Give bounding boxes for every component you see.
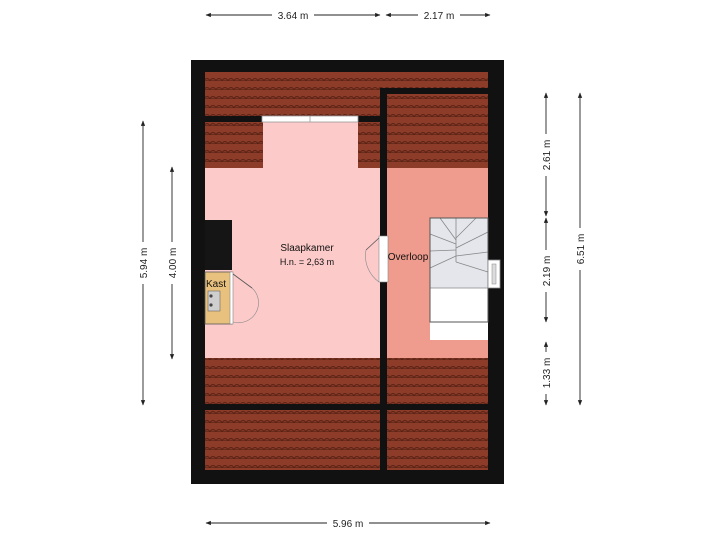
overloop-label: Overloop [388, 252, 429, 263]
slaapkamer-label: Slaapkamer [280, 243, 334, 254]
kast-label: Kast [206, 279, 226, 290]
dim-right-top: 2.61 m [542, 140, 553, 171]
dim-top-left: 3.64 m [278, 11, 309, 22]
slaapkamer-height-label: H.n. = 2,63 m [280, 257, 334, 267]
dim-right-mid: 2.19 m [542, 256, 553, 287]
dim-left-inner: 4.00 m [168, 248, 179, 279]
kast-fixture-icon [207, 290, 221, 312]
kast-door[interactable] [229, 271, 259, 325]
stair-landing-wall [430, 322, 488, 340]
window-top [261, 115, 359, 123]
staircase [429, 217, 489, 323]
wardrobe-block [205, 220, 232, 270]
window-right [487, 259, 501, 289]
dim-top-right: 2.17 m [424, 11, 455, 22]
dim-right-bottom: 1.33 m [542, 358, 553, 389]
dim-left-outer: 5.94 m [139, 248, 150, 279]
roof-tiles [205, 72, 488, 470]
dim-right-outer: 6.51 m [576, 234, 587, 265]
door-slaapkamer-overloop[interactable] [365, 235, 389, 283]
dim-bottom: 5.96 m [333, 519, 364, 530]
slaapkamer-floor [205, 118, 380, 358]
dimension-label-backgrounds [136, 8, 587, 530]
